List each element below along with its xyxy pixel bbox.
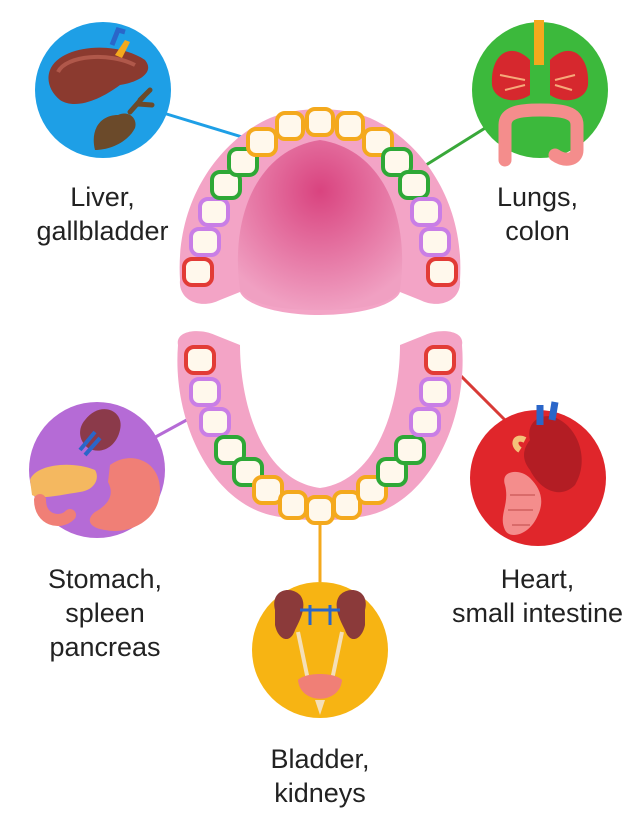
heart-connector-line [453, 368, 507, 422]
lower-tooth [424, 345, 456, 375]
lungs-label-line2: colon [505, 216, 570, 246]
upper-tooth [335, 111, 365, 141]
label-liver-gallbladder: Liver, gallbladder [30, 180, 175, 248]
lower-tooth [252, 475, 284, 505]
upper-tooth [189, 227, 221, 257]
stomach-label-line3: pancreas [49, 632, 161, 662]
lower-tooth [332, 490, 362, 520]
label-stomach-spleen-pancreas: Stomach, spleen pancreas [30, 562, 180, 664]
upper-tooth [246, 127, 278, 157]
kidneys-label-line1: Bladder, [270, 744, 370, 774]
kidneys-label-line2: kidneys [274, 778, 366, 808]
bladder-kidneys-icon [252, 582, 388, 718]
lower-tooth [278, 490, 308, 520]
lungs-colon-icon [472, 20, 608, 167]
liver-connector-line [159, 110, 253, 142]
upper-tooth [419, 227, 451, 257]
lower-teeth [184, 345, 456, 525]
upper-tooth [275, 111, 305, 141]
lower-tooth [419, 377, 451, 407]
label-bladder-kidneys: Bladder, kidneys [245, 742, 395, 810]
upper-tooth [362, 127, 394, 157]
upper-palate [237, 140, 403, 310]
lower-tooth [189, 377, 221, 407]
upper-jaw [179, 107, 461, 315]
upper-tooth [182, 257, 214, 287]
upper-tooth [210, 170, 242, 200]
upper-tooth [227, 147, 259, 177]
upper-tooth [305, 107, 335, 137]
lower-tooth [214, 435, 246, 465]
liver-gallbladder-icon [35, 22, 171, 158]
upper-tooth [426, 257, 458, 287]
lower-tooth [199, 407, 231, 437]
stomach-label-line2: spleen [65, 598, 145, 628]
upper-tooth [410, 197, 442, 227]
lower-tooth [394, 435, 426, 465]
label-heart-intestine: Heart, small intestine [445, 562, 630, 630]
upper-teeth [182, 107, 458, 287]
liver-label-line2: gallbladder [36, 216, 169, 246]
liver-label-line1: Liver, [70, 182, 135, 212]
heart-label-line1: Heart, [500, 564, 575, 594]
lungs-label-line1: Lungs, [496, 182, 579, 212]
lower-tooth [184, 345, 216, 375]
stomach-spleen-pancreas-icon [29, 402, 165, 538]
upper-tooth [198, 197, 230, 227]
upper-tooth [381, 147, 413, 177]
heart-label-line2: small intestine [451, 598, 624, 628]
lower-tooth [376, 457, 408, 487]
label-lungs-colon: Lungs, colon [470, 180, 605, 248]
upper-tooth [398, 170, 430, 200]
stomach-label-line1: Stomach, [47, 564, 163, 594]
lower-tooth [409, 407, 441, 437]
lower-jaw [177, 331, 463, 525]
heart-intestine-icon [470, 401, 606, 546]
lower-tooth [305, 495, 335, 525]
